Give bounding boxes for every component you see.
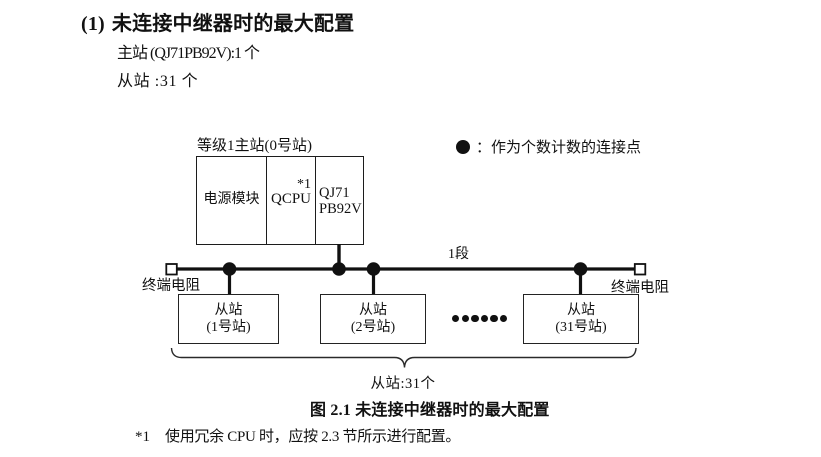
section-heading: (1) 未连接中继器时的最大配置 xyxy=(81,13,354,37)
ellipsis-dot-icon xyxy=(490,315,498,323)
section-title: 未连接中继器时的最大配置 xyxy=(111,13,355,35)
terminator-right-label: 终端电阻 xyxy=(611,280,669,296)
spec-line-slave: 从站 :31 个 xyxy=(117,73,199,90)
slave-station-2-box: 从站 (2号站) xyxy=(320,294,426,344)
slave1-label-line1: 从站 xyxy=(214,303,243,318)
slave31-label-line2: (31号站) xyxy=(555,320,607,335)
connection-dot-slave1 xyxy=(222,262,237,276)
terminator-right-icon xyxy=(633,263,647,276)
ellipsis-dot-icon xyxy=(480,315,489,323)
section-number: (1) xyxy=(81,13,105,35)
cpu-module-cell: *1 QCPU xyxy=(266,157,315,244)
ellipsis-dot-icon xyxy=(452,315,460,323)
legend: ：作为个数计数的连接点 xyxy=(456,140,641,158)
terminator-left-icon xyxy=(165,263,178,276)
ellipsis-dot-icon xyxy=(499,315,508,323)
slave-station-31-box: 从站 (31号站) xyxy=(523,294,639,344)
ellipsis-dot-icon xyxy=(471,315,479,323)
slave31-label-line1: 从站 xyxy=(567,303,595,318)
connection-dot-slave2 xyxy=(366,262,381,276)
slaves-underbrace xyxy=(170,347,637,368)
terminator-left-label: 终端电阻 xyxy=(142,278,200,294)
segment-label: 1段 xyxy=(448,247,469,262)
figure-caption: 图 2.1 未连接中继器时的最大配置 xyxy=(310,402,550,419)
slave-count-label: 从站:31个 xyxy=(370,376,436,392)
power-module-cell: 电源模块 xyxy=(197,157,266,244)
pb92v-label-line1: QJ71 xyxy=(319,184,350,201)
connection-dot-slave31 xyxy=(573,262,588,276)
slave1-label-line2: (1号站) xyxy=(206,320,251,335)
master-station-box: 电源模块 *1 QCPU QJ71 PB92V xyxy=(196,156,364,245)
footnote-text: 使用冗余 CPU 时，应按 2.3 节所示进行配置。 xyxy=(165,429,461,445)
legend-text: ：作为个数计数的连接点 xyxy=(476,140,642,156)
slave2-label-line2: (2号站) xyxy=(350,320,396,335)
cpu-module-label: QCPU xyxy=(271,191,312,207)
cpu-footnote-ref: *1 xyxy=(297,177,311,192)
connection-dot-master xyxy=(332,262,346,276)
ellipsis-dot-icon xyxy=(461,315,469,323)
slave2-label-line1: 从站 xyxy=(359,303,387,318)
pb92v-label-line2: PB92V xyxy=(319,200,362,217)
spec-line-master: 主站 (QJ71PB92V):1 个 xyxy=(117,45,260,62)
connection-point-dot-icon xyxy=(456,140,470,154)
power-module-label: 电源模块 xyxy=(203,192,260,208)
slave-station-1-box: 从站 (1号站) xyxy=(178,294,279,344)
master-station-label: 等级1主站(0号站) xyxy=(197,138,312,154)
footnote-marker: *1 xyxy=(135,429,150,445)
more-slaves-ellipsis xyxy=(452,315,509,323)
pb92v-module-cell: QJ71 PB92V xyxy=(315,157,363,244)
